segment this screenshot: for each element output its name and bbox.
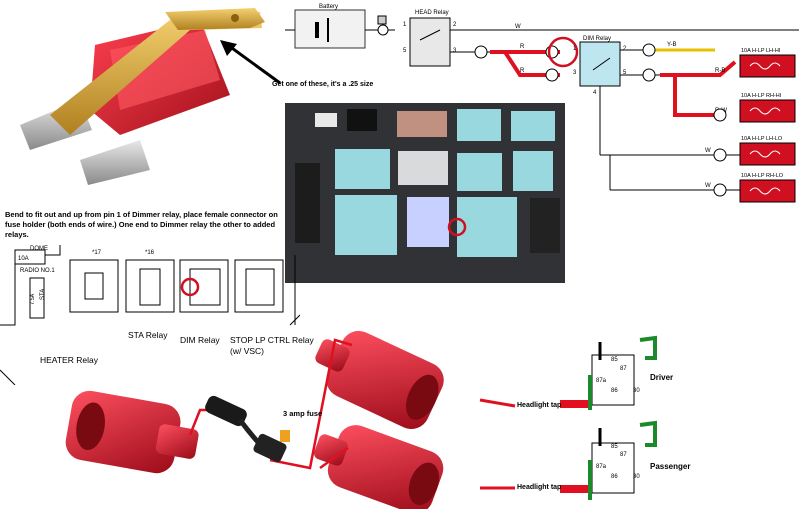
svg-text:3: 3 [573,70,577,76]
svg-text:Y-B: Y-B [667,42,676,48]
instructions-text: Bend to fit out and up from pin 1 of Dim… [5,210,278,239]
fuse-lh-lo: 10A H-LP LH-LO [739,136,796,166]
svg-text:R: R [520,68,525,74]
callout-arrow [215,38,285,88]
svg-text:2: 2 [453,22,457,28]
relay-block-diagram: DOME 10A RADIO NO.1 7.5A STA *17 *16 [0,245,301,386]
svg-text:W: W [705,148,711,154]
sta-relay-label: STA Relay [128,330,168,340]
fuse-rh-lo: 10A H-LP RH-LO [739,173,796,203]
svg-text:W: W [705,183,711,189]
passenger-label: Passenger [650,462,691,471]
svg-text:RADIO NO.1: RADIO NO.1 [20,268,55,274]
heater-relay-label: HEATER Relay [40,355,98,365]
passenger-relay [588,420,657,500]
driver-headlight-tap: Headlight tap [517,402,562,409]
svg-text:DOME: DOME [30,246,48,252]
headlight-schematic: Battery HEAD Relay 1 5 2 3 W R R DIM Rel… [275,0,799,220]
battery-label: Battery [319,4,338,10]
svg-text:*17: *17 [92,250,102,256]
relay-box-photo [285,103,565,283]
svg-text:7.5A: 7.5A [30,293,36,305]
driver-relay [588,335,657,410]
fuse-rh-hi: 10A H-LP RH-HI [739,93,796,123]
wiring-connectors [0,320,799,514]
svg-text:1: 1 [573,46,577,52]
svg-text:10A H-LP LH-LO: 10A H-LP LH-LO [741,136,783,142]
svg-text:10A: 10A [18,256,29,262]
svg-text:5: 5 [623,70,627,76]
vsc-label: (w/ VSC) [230,346,264,356]
svg-text:5: 5 [403,48,407,54]
fuse-callout-text: Get one of these, it's a .25 size [272,81,374,88]
fuse-lh-hi: 10A H-LP LH-HI [739,48,796,78]
svg-text:W: W [515,24,521,30]
svg-text:10A H-LP LH-HI: 10A H-LP LH-HI [741,48,781,54]
dim-relay-label: DIM Relay [583,36,611,42]
passenger-headlight-tap: Headlight tap [517,484,562,491]
svg-text:*16: *16 [145,250,155,256]
svg-text:10A H-LP RH-HI: 10A H-LP RH-HI [741,93,782,99]
svg-text:2: 2 [623,46,627,52]
svg-text:4: 4 [593,90,597,96]
svg-text:1: 1 [403,22,407,28]
svg-text:3: 3 [453,48,457,54]
svg-text:R: R [520,44,525,50]
fuse-holder-label: 3 amp fuse [283,409,323,418]
head-relay-label: HEAD Relay [415,10,449,16]
svg-text:R-B: R-B [715,68,725,74]
stop-lp-relay-label: STOP LP CTRL Relay [230,335,314,345]
svg-text:STA: STA [40,289,46,300]
driver-label: Driver [650,373,674,382]
blade-fuse-photo [0,0,270,200]
svg-text:10A H-LP RH-LO: 10A H-LP RH-LO [741,173,784,179]
dim-relay-block-label: DIM Relay [180,335,220,345]
